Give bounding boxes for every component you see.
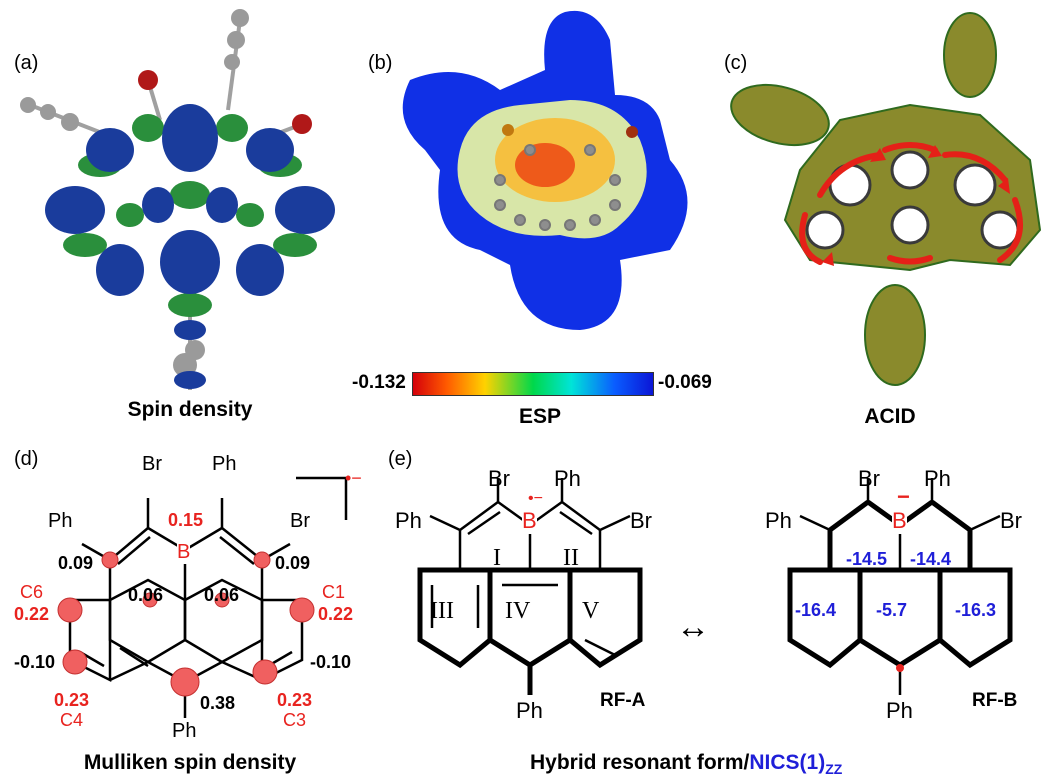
atom-c4: C4	[60, 710, 84, 730]
ring-label-iii: III	[430, 598, 454, 624]
spin-density-render	[20, 9, 335, 390]
panel-c-label: (c)	[724, 52, 748, 74]
rfb-br-right: Br	[1000, 508, 1022, 533]
nics-ring-ii: -14.4	[910, 549, 952, 569]
rfb-label: RF-B	[972, 690, 1018, 711]
br-atom-icon	[138, 70, 158, 90]
rfb-boron: B	[892, 508, 907, 534]
colorbar-min-label: -0.132	[352, 372, 406, 393]
mulliken-structure	[57, 476, 348, 718]
panel-a-label: (a)	[14, 52, 39, 74]
rfa-ph-left: Ph	[395, 508, 422, 533]
panel-e-title-sub: ZZ	[825, 761, 843, 778]
rfb-ph-bottom: Ph	[886, 698, 913, 723]
rfb-charge-mark: −	[897, 484, 910, 509]
colorbar-max-label: -0.069	[658, 372, 712, 393]
atom-c6: C6	[20, 582, 44, 602]
resonance-structures	[417, 478, 1013, 695]
spin-inner-left: 0.06	[128, 585, 164, 605]
spin-right-mid: -0.10	[310, 652, 352, 672]
panel-a-title: Spin density	[127, 398, 253, 421]
panel-e-title-main: Hybrid resonant form/	[530, 751, 750, 774]
nics-ring-iv: -5.7	[876, 600, 908, 620]
ph-label-bottom: Ph	[172, 720, 197, 743]
ring-label-v: V	[582, 598, 600, 624]
rfa-ph-bottom: Ph	[516, 698, 543, 723]
spin-c6: 0.22	[14, 604, 50, 624]
panel-b-label: (b)	[368, 52, 393, 74]
panel-c-title: ACID	[864, 405, 916, 428]
rfb-ph-left: Ph	[765, 508, 792, 533]
spin-boron: 0.15	[168, 510, 204, 530]
spin-center-bottom: 0.38	[200, 693, 236, 713]
panel-d-title: Mulliken spin density	[83, 751, 297, 774]
panel-d-label: (d)	[14, 448, 39, 470]
rfa-br-top: Br	[488, 466, 510, 491]
radical-anion-mark: •−	[345, 468, 362, 488]
ring-label-i: I	[493, 545, 501, 571]
atom-c1: C1	[322, 582, 346, 602]
rfb-ph-top: Ph	[924, 466, 951, 491]
nics-ring-iii: -16.4	[795, 600, 837, 620]
rfa-boron: B	[522, 508, 537, 534]
ph-label-top: Ph	[212, 453, 237, 475]
panel-e-label: (e)	[388, 448, 413, 470]
panel-b-title: ESP	[518, 405, 562, 428]
boron-label: B	[177, 541, 191, 564]
br-label-top: Br	[142, 453, 162, 475]
spin-c1: 0.22	[318, 604, 354, 624]
rfa-label: RF-A	[600, 690, 646, 711]
spin-c4: 0.23	[54, 690, 90, 710]
esp-surface-render	[402, 10, 688, 330]
panel-e-title: Hybrid resonant form/NICS(1)ZZ	[530, 751, 930, 777]
rfa-radical-mark: •−	[528, 490, 543, 507]
spin-left-mid: -0.10	[14, 652, 56, 672]
spin-left-c: 0.09	[58, 553, 94, 573]
panel-e-title-nics: NICS(1)	[749, 751, 826, 774]
nics-ring-v: -16.3	[955, 600, 997, 620]
atom-c3: C3	[283, 710, 307, 730]
rfa-ph-top: Ph	[554, 466, 581, 491]
spin-right-c: 0.09	[275, 553, 311, 573]
rfb-br-top: Br	[858, 466, 880, 491]
spin-c3: 0.23	[277, 690, 313, 710]
ph-label-left: Ph	[48, 510, 73, 532]
resonance-arrow: ↔	[676, 608, 710, 646]
ring-label-iv: IV	[505, 598, 531, 624]
esp-colorbar	[412, 372, 654, 396]
br-label-right: Br	[290, 510, 310, 532]
spin-inner-right: 0.06	[204, 585, 240, 605]
nics-ring-i: -14.5	[846, 549, 888, 569]
ring-label-ii: II	[563, 545, 579, 571]
acid-isosurface-render	[730, 12, 1042, 386]
rfa-br-right: Br	[630, 508, 652, 533]
